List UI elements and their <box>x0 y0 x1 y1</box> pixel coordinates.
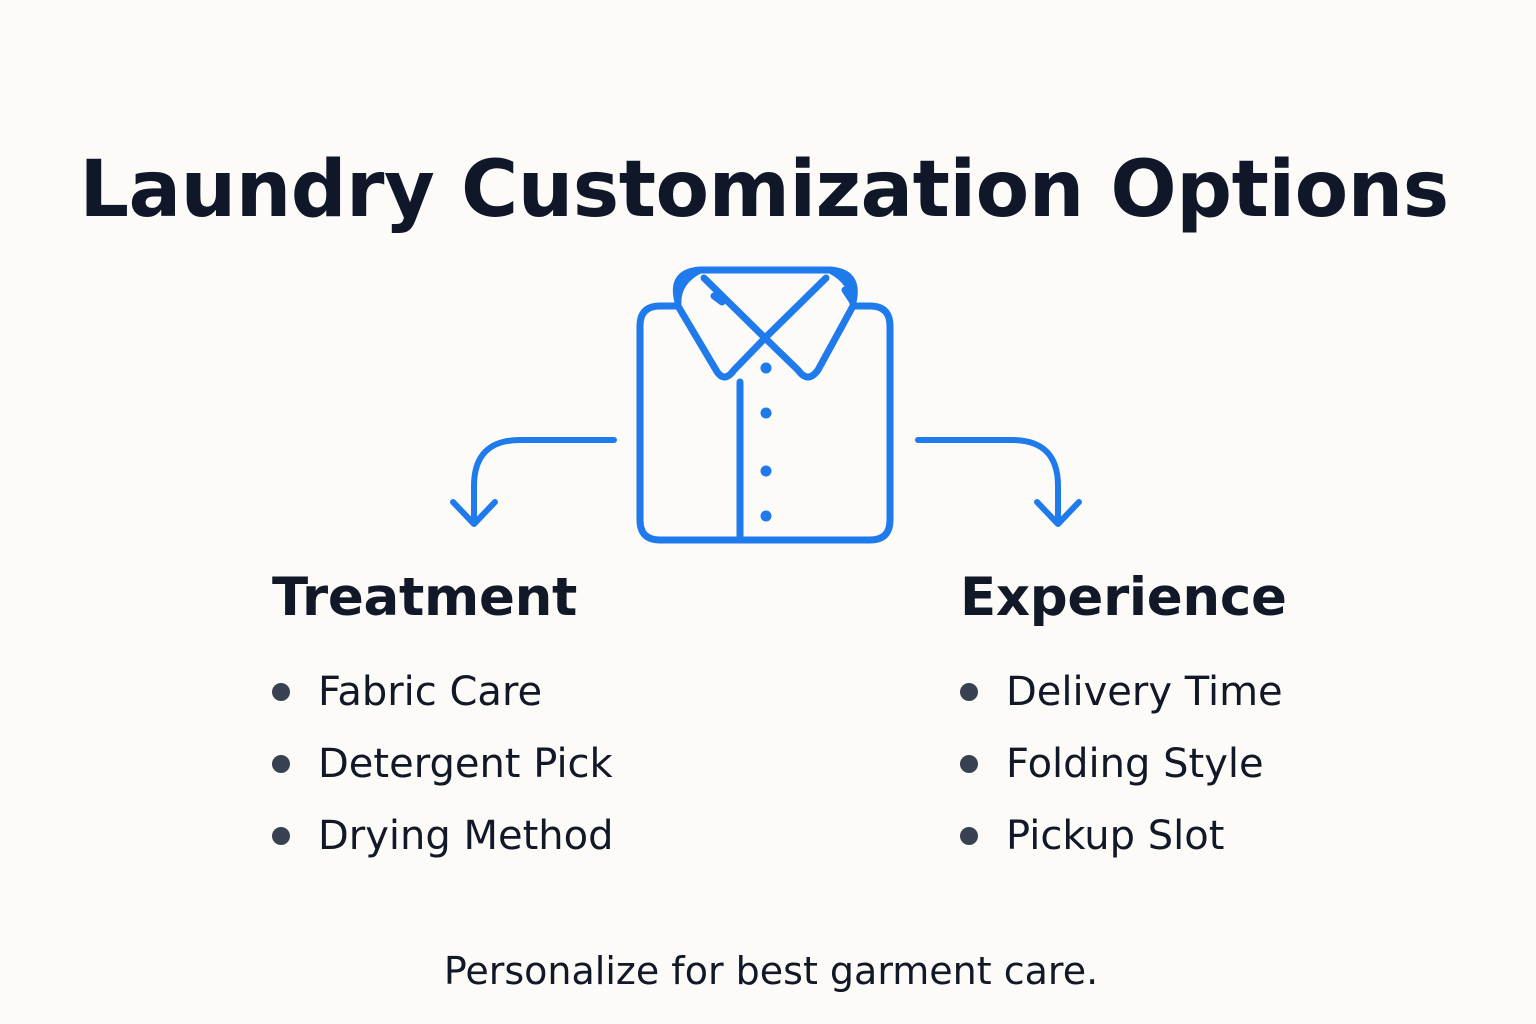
experience-heading: Experience <box>960 567 1287 628</box>
option-label: Detergent Pick <box>318 741 613 787</box>
bullet-icon <box>272 827 290 845</box>
option-label: Delivery Time <box>1006 669 1283 715</box>
experience-list: Delivery Time Folding Style Pickup Slot <box>960 656 1287 872</box>
folded-shirt-icon <box>636 266 894 544</box>
list-item: Drying Method <box>272 800 614 872</box>
option-label: Pickup Slot <box>1006 813 1225 859</box>
list-item: Delivery Time <box>960 656 1287 728</box>
page-title: Laundry Customization Options <box>79 145 1449 236</box>
list-item: Detergent Pick <box>272 728 614 800</box>
shirt-button <box>760 407 772 419</box>
bullet-icon <box>960 683 978 701</box>
shirt-button <box>760 465 772 477</box>
option-label: Fabric Care <box>318 669 543 715</box>
option-label: Folding Style <box>1006 741 1264 787</box>
experience-column: Experience Delivery Time Folding Style P… <box>960 566 1287 872</box>
bullet-icon <box>272 755 290 773</box>
right-arrow-icon <box>915 437 1082 527</box>
option-label: Drying Method <box>318 813 614 859</box>
list-item: Folding Style <box>960 728 1287 800</box>
left-arrow-icon <box>450 437 617 527</box>
bullet-icon <box>272 683 290 701</box>
treatment-list: Fabric Care Detergent Pick Drying Method <box>272 656 614 872</box>
footer-caption: Personalize for best garment care. <box>443 949 1099 993</box>
treatment-heading: Treatment <box>272 567 578 628</box>
bullet-icon <box>960 755 978 773</box>
shirt-button <box>760 510 772 522</box>
shirt-button <box>760 362 772 374</box>
list-item: Pickup Slot <box>960 800 1287 872</box>
bullet-icon <box>960 827 978 845</box>
shirt-buttons <box>760 362 772 522</box>
treatment-column: Treatment Fabric Care Detergent Pick Dry… <box>272 566 614 872</box>
list-item: Fabric Care <box>272 656 614 728</box>
